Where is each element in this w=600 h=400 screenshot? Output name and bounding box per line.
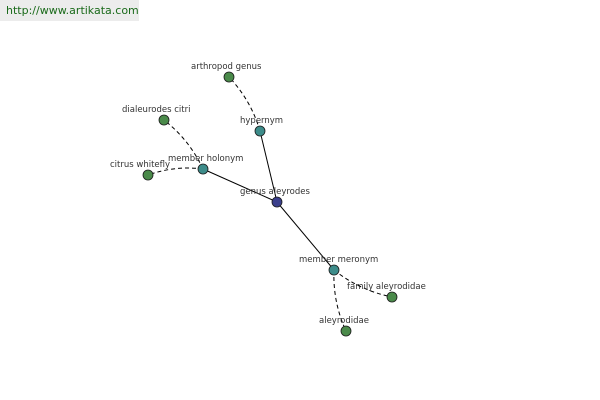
node-hypernym-label: hypernym <box>240 116 283 126</box>
node-dialeurodes-citri[interactable]: dialeurodes citri <box>122 105 190 126</box>
node-genus-aleyrodes[interactable]: genus aleyrodes <box>240 187 310 208</box>
node-dialeurodes-citri-label: dialeurodes citri <box>122 105 190 115</box>
node-dialeurodes-citri-marker[interactable] <box>158 114 170 126</box>
watermark-url: http://www.artikata.com <box>0 0 139 21</box>
node-arthropod-genus[interactable]: arthropod genus <box>191 62 262 83</box>
node-hypernym-marker[interactable] <box>254 125 266 137</box>
node-genus-aleyrodes-label: genus aleyrodes <box>240 187 310 197</box>
edge-genus-aleyrodes-to-member-holonym <box>202 168 278 203</box>
node-aleyrodidae-label: aleyrodidae <box>319 316 369 326</box>
node-genus-aleyrodes-marker[interactable] <box>271 196 283 208</box>
node-arthropod-genus-label: arthropod genus <box>191 62 262 72</box>
node-member-holonym-label: member holonym <box>168 154 243 164</box>
edge-genus-aleyrodes-to-hypernym <box>259 130 278 203</box>
node-member-holonym-marker[interactable] <box>197 163 209 175</box>
node-family-aleyrodidae-label: family aleyrodidae <box>347 282 426 292</box>
node-citrus-whitefly-label: citrus whitefly <box>110 160 170 170</box>
node-aleyrodidae[interactable]: aleyrodidae <box>319 316 369 337</box>
node-family-aleyrodidae-marker[interactable] <box>386 291 398 303</box>
node-member-meronym-marker[interactable] <box>328 264 340 276</box>
node-arthropod-genus-marker[interactable] <box>223 71 235 83</box>
node-member-meronym-label: member meronym <box>299 255 378 265</box>
node-hypernym[interactable]: hypernym <box>240 116 283 137</box>
node-member-holonym[interactable]: member holonym <box>168 154 243 175</box>
node-member-meronym[interactable]: member meronym <box>299 255 378 276</box>
graph-nodes: genus aleyrodes hypernym member holonym mem… <box>110 62 426 337</box>
node-citrus-whitefly-marker[interactable] <box>142 169 154 181</box>
node-aleyrodidae-marker[interactable] <box>340 325 352 337</box>
edge-member-meronym-to-family-aleyrodidae <box>333 269 393 298</box>
edge-genus-aleyrodes-to-member-meronym <box>276 201 335 271</box>
node-citrus-whitefly[interactable]: citrus whitefly <box>110 160 170 181</box>
node-family-aleyrodidae[interactable]: family aleyrodidae <box>347 282 426 303</box>
